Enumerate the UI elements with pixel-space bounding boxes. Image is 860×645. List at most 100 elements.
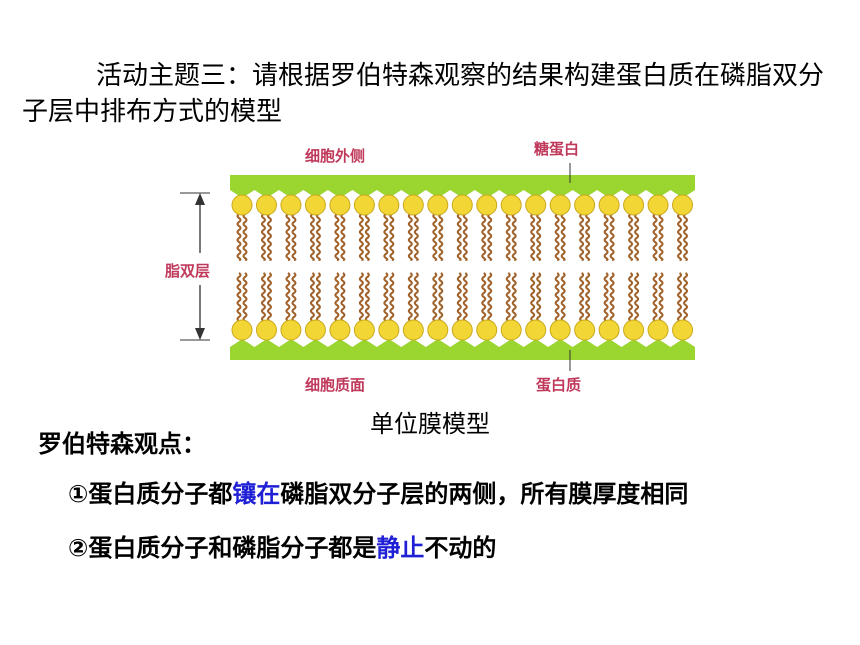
lipid-head	[280, 319, 302, 341]
lipid-head	[525, 194, 547, 216]
lipid-tail	[530, 209, 536, 261]
lipid-heads	[231, 194, 694, 341]
robertson-view-heading: 罗伯特森观点：	[38, 430, 206, 458]
lipid-tail	[683, 209, 689, 261]
viewpoint-1: ①蛋白质分子都镶在磷脂双分子层的两侧，所有膜厚度相同	[68, 474, 688, 509]
viewpoint-1-prefix: ①蛋白质分子都	[68, 480, 233, 508]
lipid-tail	[677, 209, 683, 261]
lipid-tail	[456, 209, 462, 261]
lipid-tail	[560, 209, 566, 261]
lipid-tail	[677, 272, 683, 324]
diagram-caption: 单位膜模型	[370, 410, 490, 438]
lipid-head	[378, 319, 400, 341]
lipid-tail	[511, 209, 517, 261]
lipid-tail	[364, 272, 370, 324]
lipid-tail	[481, 272, 487, 324]
lipid-tail	[634, 209, 640, 261]
lipid-tail	[315, 209, 321, 261]
lipid-tail	[407, 209, 413, 261]
lipid-tail	[285, 209, 291, 261]
label-outside: 细胞外侧	[305, 147, 365, 165]
lipid-tail	[432, 209, 438, 261]
label-bilayer: 脂双层	[165, 262, 210, 280]
lipid-tail	[438, 209, 444, 261]
unit-membrane-diagram: 细胞外侧 糖蛋白 脂双层 细胞质面 蛋白质	[165, 140, 695, 394]
viewpoint-2-highlight: 静止	[376, 534, 425, 562]
viewpoint-2: ②蛋白质分子和磷脂分子都是静止不动的	[68, 528, 496, 563]
lipid-tail	[285, 272, 291, 324]
lipid-head	[304, 319, 326, 341]
lipid-head	[476, 319, 498, 341]
lipid-tail	[603, 209, 609, 261]
lipid-tail	[389, 209, 395, 261]
lipid-head	[598, 319, 620, 341]
lipid-tail	[487, 209, 493, 261]
arrow-up-head	[195, 193, 205, 205]
lipid-head	[255, 194, 277, 216]
lipid-head	[402, 319, 424, 341]
lipid-tail	[383, 209, 389, 261]
lipid-tail	[315, 272, 321, 324]
lipid-tail	[487, 272, 493, 324]
viewpoint-1-suffix: 磷脂双分子层的两侧，所有膜厚度相同	[280, 480, 689, 508]
lipid-tail	[634, 272, 640, 324]
lipid-head	[623, 194, 645, 216]
viewpoint-2-prefix: ②蛋白质分子和磷脂分子都是	[68, 534, 377, 562]
lipid-tails	[236, 209, 689, 324]
lipid-tail	[413, 209, 419, 261]
lipid-tail	[652, 209, 658, 261]
lipid-tail	[242, 272, 248, 324]
lipid-head	[451, 194, 473, 216]
lipid-tail	[609, 209, 615, 261]
inner-protein-band	[230, 339, 695, 360]
lipid-tail	[334, 272, 340, 324]
lipid-tail	[309, 272, 315, 324]
lipid-tail	[407, 272, 413, 324]
lipid-head	[353, 194, 375, 216]
lipid-tail	[628, 272, 634, 324]
lipid-head	[549, 319, 571, 341]
lipid-tail	[413, 272, 419, 324]
lipid-tail	[481, 209, 487, 261]
activity-title: 活动主题三：请根据罗伯特森观察的结果构建蛋白质在磷脂双分子层中排布方式的模型	[22, 61, 825, 127]
lipid-tail	[383, 272, 389, 324]
lipid-tail	[266, 272, 272, 324]
lipid-head	[598, 194, 620, 216]
lipid-tail	[358, 209, 364, 261]
lipid-tail	[609, 272, 615, 324]
lipid-head	[549, 194, 571, 216]
lipid-tail	[652, 272, 658, 324]
outer-protein-layer	[230, 175, 695, 198]
lipid-head	[280, 194, 302, 216]
lipid-tail	[536, 209, 542, 261]
lipid-tail	[628, 209, 634, 261]
lipid-tail	[340, 272, 346, 324]
lipid-tail	[358, 272, 364, 324]
lipid-head	[476, 194, 498, 216]
lipid-head	[451, 319, 473, 341]
lipid-head	[255, 319, 277, 341]
label-glycoprotein: 糖蛋白	[534, 140, 579, 158]
lipid-tail	[432, 272, 438, 324]
lipid-tail	[309, 209, 315, 261]
lipid-tail	[334, 209, 340, 261]
lipid-tail	[266, 209, 272, 261]
lipid-tail	[554, 272, 560, 324]
lipid-tail	[658, 209, 664, 261]
lipid-tail	[438, 272, 444, 324]
lipid-head	[672, 319, 694, 341]
lipid-tail	[505, 209, 511, 261]
lipid-tail	[456, 272, 462, 324]
lipid-head	[329, 194, 351, 216]
lipid-head	[353, 319, 375, 341]
lipid-tail	[505, 272, 511, 324]
lipid-head	[574, 319, 596, 341]
lipid-tail	[462, 209, 468, 261]
arrow-down-head	[195, 328, 205, 340]
lipid-head	[500, 194, 522, 216]
lipid-head	[525, 319, 547, 341]
lipid-tail	[260, 209, 266, 261]
lipid-head	[672, 194, 694, 216]
lipid-tail	[683, 272, 689, 324]
lipid-head	[647, 194, 669, 216]
